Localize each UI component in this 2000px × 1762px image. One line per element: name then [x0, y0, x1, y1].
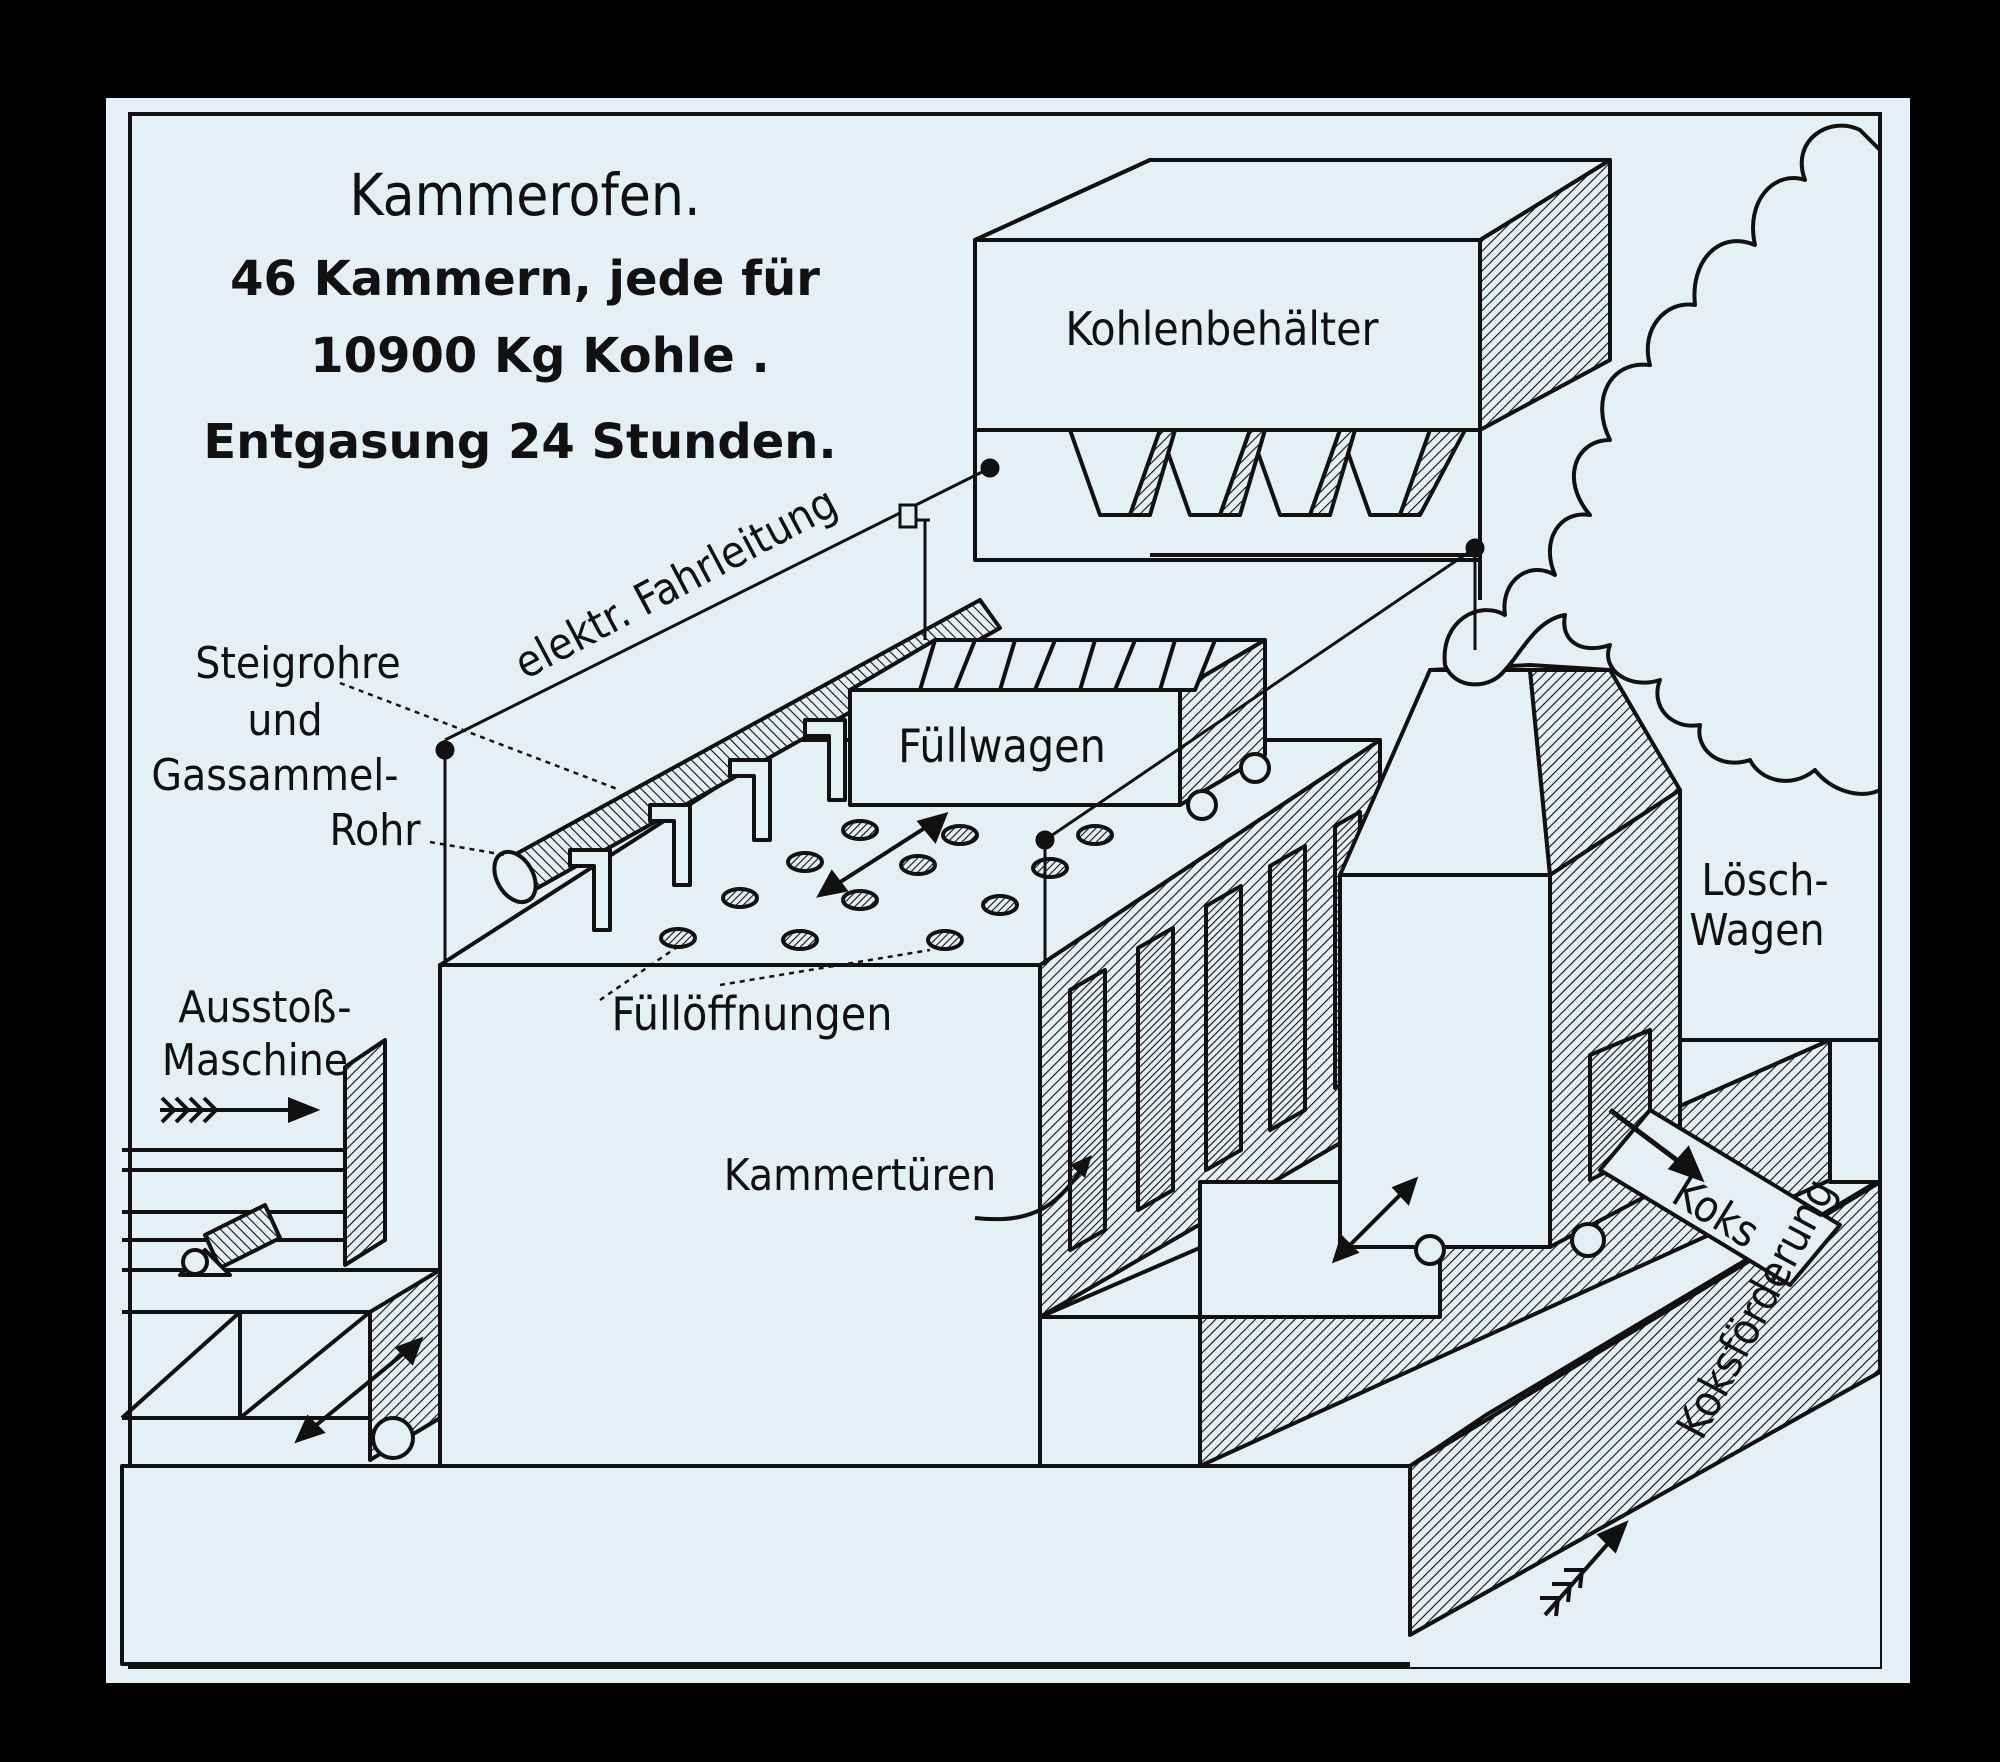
label-loeschwagen-2: Wagen — [1689, 905, 1824, 956]
label-fuellwagen: Füllwagen — [898, 719, 1106, 773]
coal-bunker — [973, 158, 1612, 600]
steam-cloud-icon — [1442, 123, 1882, 796]
quench-car — [1338, 663, 1682, 1266]
conveyor-arrow-icon — [1540, 1520, 1629, 1617]
ascension-pipes — [568, 718, 847, 932]
label-steigrohre-2: und — [247, 695, 322, 746]
label-steigrohre-3: Gassammel- — [151, 750, 398, 801]
pusher-machine — [120, 1038, 442, 1462]
label-fuelloeffnungen: Füllöffnungen — [611, 987, 892, 1041]
title-line-2: 46 Kammern, jede für — [230, 251, 820, 307]
label-ausstoss-2: Maschine — [162, 1035, 348, 1086]
label-ausstoss-1: Ausstoß- — [178, 982, 351, 1033]
label-kohlenbehaelter: Kohlenbehälter — [1065, 302, 1379, 356]
overhead-line — [435, 458, 1485, 965]
label-loeschwagen-1: Lösch- — [1701, 855, 1828, 906]
title-line-3: 10900 Kg Kohle . — [310, 328, 769, 384]
title-line-4: Entgasung 24 Stunden. — [203, 414, 836, 470]
label-kammertueren: Kammertüren — [724, 1150, 997, 1201]
inner-border — [128, 112, 1882, 1669]
kammertueren-leader — [974, 1163, 1087, 1222]
charging-car — [848, 638, 1271, 821]
ground-slab — [120, 1464, 1488, 1666]
leader-lines — [339, 681, 931, 1002]
kammertueren-leader-arrowhead — [1070, 1155, 1092, 1178]
movement-double-arrow-icon — [294, 811, 1419, 1444]
coke-flow-arrow-icon — [1608, 1108, 1705, 1183]
label-steigrohre-4: Rohr — [329, 805, 421, 856]
charging-holes — [659, 819, 1114, 951]
title-line-1: Kammerofen. — [349, 161, 700, 229]
push-arrow-icon — [160, 1096, 321, 1124]
label-steigrohre-1: Steigrohre — [195, 638, 400, 689]
